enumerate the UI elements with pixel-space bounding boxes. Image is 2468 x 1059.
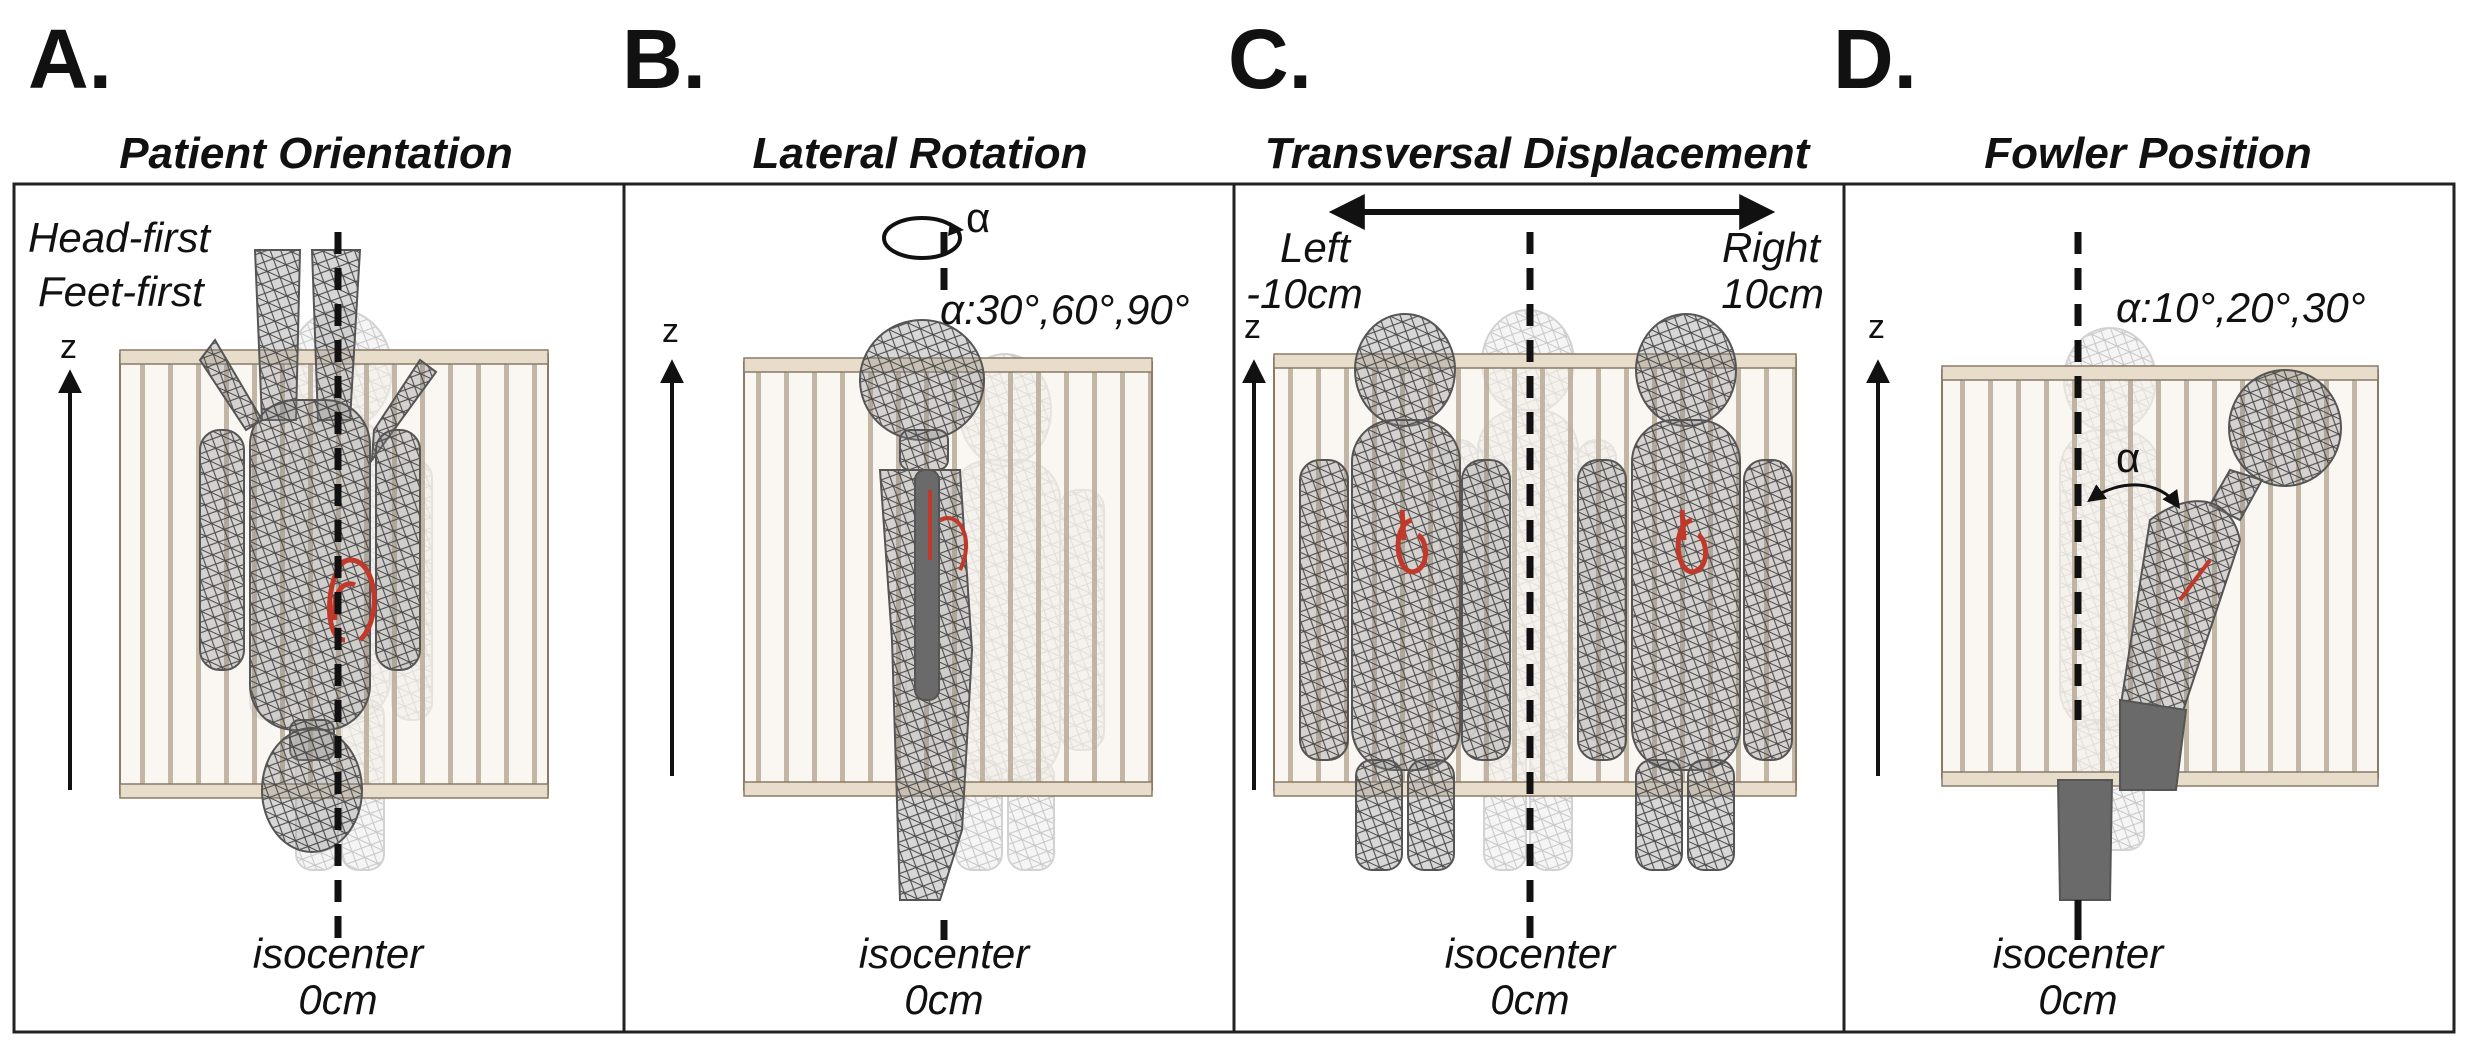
isocenter-label: isocenter: [1445, 930, 1617, 977]
alpha-symbol: α: [966, 194, 990, 241]
panel-letter-a: A.: [28, 12, 112, 106]
mesh-phantom: [2056, 369, 2342, 901]
isocenter-value: 0cm: [1490, 976, 1569, 1023]
z-axis-label: z: [662, 312, 679, 350]
mesh-phantom-left: [1299, 313, 1511, 871]
rotation-arrow: [882, 216, 962, 260]
isocenter-label: isocenter: [859, 930, 1031, 977]
panel-title-d: Fowler Position: [1984, 129, 2312, 178]
right-label: Right: [1722, 224, 1822, 271]
z-axis-label: z: [1868, 308, 1885, 346]
heart-outline: [1395, 509, 1428, 575]
panel-frame-d: [1842, 182, 2456, 1034]
fowler-angles-label: α:10°,20°,30°: [2116, 284, 2366, 331]
panel-title-a: Patient Orientation: [119, 129, 513, 178]
panel-letter-c: C.: [1228, 12, 1312, 106]
panel-b-content: α α:30°,60°,90° z isocenter 0cm: [660, 194, 1190, 1023]
isocenter-value: 0cm: [2038, 976, 2117, 1023]
fowler-angle-arc: [2087, 483, 2181, 509]
head-first-label: Head-first: [28, 214, 212, 261]
panel-c-content: z Left -10cm Right 10cm isocenter 0cm: [1242, 194, 1824, 1023]
alpha-symbol: α: [2116, 434, 2140, 481]
panel-d-content: α α:10°,20°,30° z isocenter 0cm: [1866, 232, 2379, 1023]
left-value: -10cm: [1246, 270, 1363, 317]
mesh-phantom: [859, 319, 985, 901]
panel-title-b: Lateral Rotation: [753, 129, 1088, 178]
panel-a-content: z Head-first Feet-first isocenter 0cm: [28, 214, 549, 1023]
panel-title-c: Transversal Displacement: [1265, 129, 1812, 178]
rotation-angles-label: α:30°,60°,90°: [940, 286, 1190, 333]
isocenter-label: isocenter: [253, 930, 425, 977]
feet-first-label: Feet-first: [38, 268, 206, 315]
isocenter-value: 0cm: [298, 976, 377, 1023]
mesh-phantom-right: [1577, 313, 1793, 871]
isocenter-label: isocenter: [1993, 930, 2165, 977]
isocenter-value: 0cm: [904, 976, 983, 1023]
panel-letter-b: B.: [622, 12, 706, 106]
heart-outline: [928, 490, 969, 571]
right-value: 10cm: [1721, 270, 1824, 317]
mesh-phantom: [198, 249, 438, 853]
left-label: Left: [1280, 224, 1352, 271]
z-axis-label: z: [1244, 308, 1261, 346]
heart-outline: [2178, 558, 2212, 602]
z-axis-label: z: [60, 328, 77, 366]
heart-outline: [1675, 509, 1708, 575]
panel-letter-d: D.: [1833, 12, 1917, 106]
